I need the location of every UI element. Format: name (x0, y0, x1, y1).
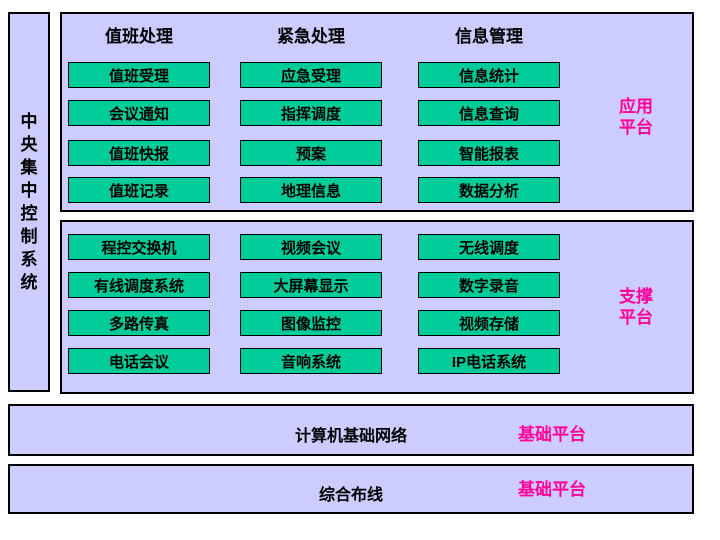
diagram-node: 无线调度 (418, 234, 560, 260)
diagram-node: 大屏幕显示 (240, 272, 382, 298)
platform-label-base: 基础平台 (518, 425, 586, 444)
support-platform-panel: 程控交换机 有线调度系统 多路传真 电话会议 视频会议 大屏幕显示 图像监控 音… (60, 220, 694, 394)
diagram-node: 值班快报 (68, 140, 210, 166)
diagram-node: 地理信息 (240, 177, 382, 203)
diagram-node: 数字录音 (418, 272, 560, 298)
system-title: 中央集中控制系统 (20, 112, 38, 292)
diagram-node: 信息查询 (418, 100, 560, 126)
diagram-node: 指挥调度 (240, 100, 382, 126)
diagram-node: 值班受理 (68, 62, 210, 88)
diagram-node: IP电话系统 (418, 348, 560, 374)
column-header-information: 信息管理 (455, 27, 523, 46)
diagram-node: 会议通知 (68, 100, 210, 126)
column-header-emergency: 紧急处理 (277, 27, 345, 46)
diagram-node: 应急受理 (240, 62, 382, 88)
sidebar-system-title-panel: 中央集中控制系统 (8, 12, 50, 392)
diagram-node: 视频会议 (240, 234, 382, 260)
diagram-node: 信息统计 (418, 62, 560, 88)
column-header-duty: 值班处理 (105, 27, 173, 46)
diagram-node: 有线调度系统 (68, 272, 210, 298)
platform-label-application: 应用平台 (619, 97, 653, 137)
diagram-node: 值班记录 (68, 177, 210, 203)
diagram-node: 图像监控 (240, 310, 382, 336)
base-platform-wiring-title: 综合布线 (318, 487, 383, 504)
diagram-node: 数据分析 (418, 177, 560, 203)
application-platform-panel: 值班处理 紧急处理 信息管理 值班受理 会议通知 值班快报 值班记录 应急受理 … (60, 12, 694, 212)
base-platform-network-panel: 计算机基础网络 基础平台 (8, 404, 694, 456)
base-platform-wiring-panel: 综合布线 基础平台 (8, 464, 694, 514)
diagram-node: 程控交换机 (68, 234, 210, 260)
diagram-node: 预案 (240, 140, 382, 166)
platform-label-support: 支撑平台 (619, 287, 653, 327)
diagram-node: 电话会议 (68, 348, 210, 374)
platform-label-base: 基础平台 (518, 480, 586, 499)
diagram-node: 视频存储 (418, 310, 560, 336)
diagram-node: 智能报表 (418, 140, 560, 166)
base-platform-network-title: 计算机基础网络 (294, 428, 407, 445)
diagram-node: 多路传真 (68, 310, 210, 336)
diagram-node: 音响系统 (240, 348, 382, 374)
